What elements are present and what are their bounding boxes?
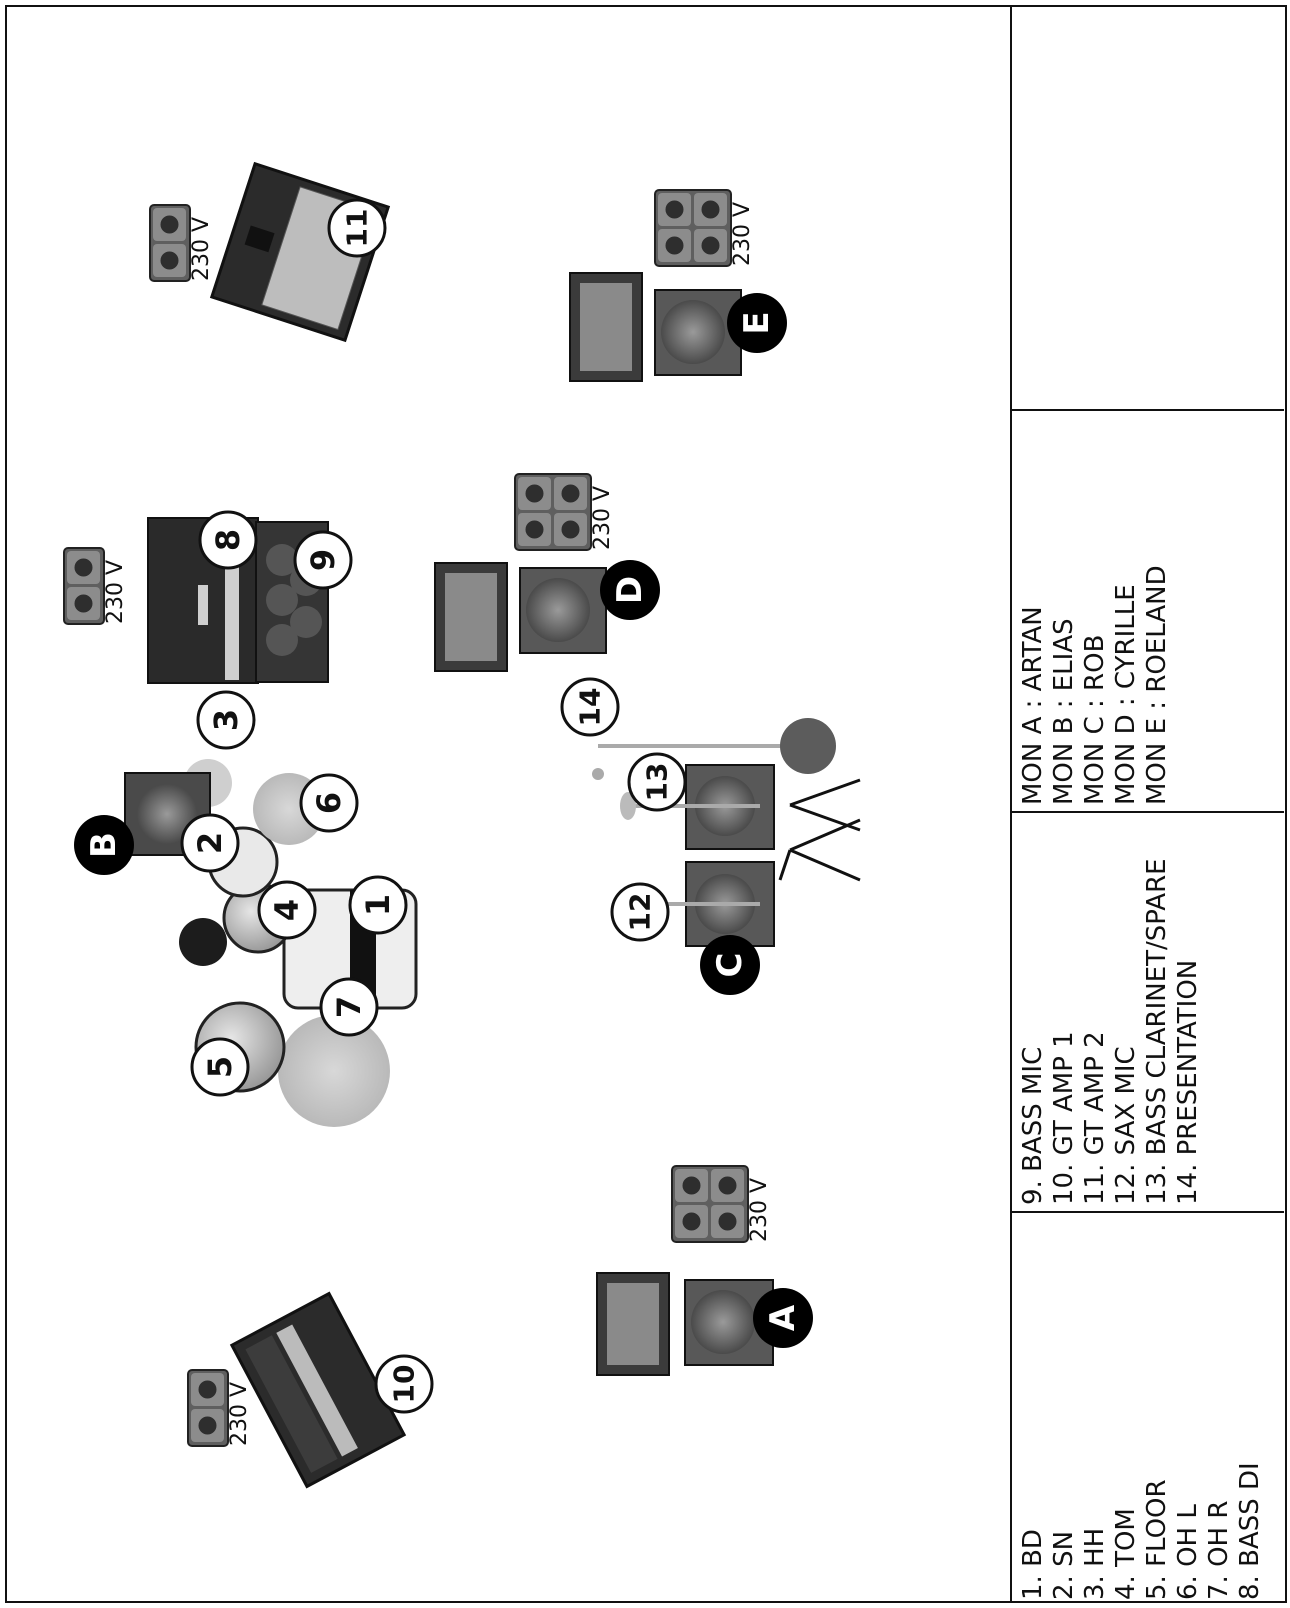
input-marker-5: 5 <box>190 1037 250 1097</box>
monitor-badge-b: B <box>74 815 134 875</box>
legend-item: 13. BASS CLARINET/SPARE <box>1142 858 1172 1205</box>
input-marker-13: 13 <box>627 752 687 812</box>
voltage-label: 230 V <box>103 560 128 624</box>
svg-text:9: 9 <box>304 549 342 571</box>
monitor-badge-d: D <box>600 560 660 620</box>
legend-col-2: 9. BASS MIC 10. GT AMP 1 11. GT AMP 2 12… <box>1018 858 1204 1205</box>
power-socket: 230 V <box>514 473 615 551</box>
svg-text:8: 8 <box>209 529 247 551</box>
legend-item: MON B : ELIAS <box>1049 618 1079 805</box>
legend-item: 9. BASS MIC <box>1018 1046 1048 1205</box>
input-marker-14: 14 <box>560 677 620 737</box>
power-socket: 230 V <box>149 204 214 282</box>
voltage-label: 230 V <box>227 1382 252 1446</box>
legend-item: MON A : ARTAN <box>1018 606 1048 805</box>
svg-text:11: 11 <box>341 209 374 248</box>
input-marker-9: 9 <box>293 530 353 590</box>
input-marker-4: 4 <box>257 880 317 940</box>
monitor-e-wedge <box>569 272 742 382</box>
presentation-mic-stand <box>592 718 836 780</box>
svg-text:12: 12 <box>624 893 657 932</box>
svg-text:14: 14 <box>574 688 607 727</box>
svg-text:3: 3 <box>207 709 245 731</box>
legend-item: 1. BD <box>1018 1529 1048 1600</box>
legend-item: MON E : ROELAND <box>1142 565 1172 805</box>
legend-item: MON D : CYRILLE <box>1111 584 1141 805</box>
svg-text:6: 6 <box>310 792 348 814</box>
input-marker-3: 3 <box>196 690 256 750</box>
input-marker-6: 6 <box>299 773 359 833</box>
svg-text:1: 1 <box>359 894 397 916</box>
voltage-label: 230 V <box>730 202 755 266</box>
cymbal-oh-r <box>278 1015 390 1127</box>
svg-text:7: 7 <box>330 996 368 1018</box>
drum-kit <box>124 759 418 1127</box>
svg-text:4: 4 <box>268 899 306 921</box>
bass-amp <box>147 517 329 684</box>
monitor-c-wedges <box>620 764 861 947</box>
page-border <box>5 5 1287 1603</box>
legend-item: 11. GT AMP 2 <box>1080 1031 1110 1205</box>
legend-item: 4. TOM <box>1111 1508 1141 1600</box>
power-socket: 230 V <box>671 1165 772 1243</box>
throne <box>179 918 227 966</box>
legend-item: 6. OH L <box>1173 1504 1203 1600</box>
monitor-d-wedge <box>434 562 607 672</box>
power-socket: 230 V <box>187 1369 252 1447</box>
input-marker-11: 11 <box>327 198 387 258</box>
legend-item: 3. HH <box>1080 1527 1110 1600</box>
legend-item: 5. FLOOR <box>1142 1479 1172 1600</box>
svg-text:B: B <box>84 832 124 858</box>
monitor-badge-c: C <box>700 935 760 995</box>
legend-col-3: MON A : ARTAN MON B : ELIAS MON C : ROB … <box>1018 565 1173 805</box>
legend-item: 2. SN <box>1049 1530 1079 1600</box>
input-marker-10: 10 <box>374 1354 434 1414</box>
power-socket: 230 V <box>63 547 128 625</box>
svg-text:2: 2 <box>191 832 229 854</box>
legend-item: 12. SAX MIC <box>1111 1046 1141 1205</box>
legend-item: 10. GT AMP 1 <box>1049 1031 1079 1205</box>
svg-text:A: A <box>763 1304 803 1331</box>
legend-item: 7. OH R <box>1204 1500 1234 1600</box>
voltage-label: 230 V <box>590 486 615 550</box>
voltage-label: 230 V <box>189 217 214 281</box>
input-marker-1: 1 <box>348 875 408 935</box>
legend-item: MON C : ROB <box>1080 634 1110 805</box>
legend-item: 8. BASS DI <box>1235 1462 1265 1600</box>
gt-amp-1 <box>229 1291 407 1489</box>
svg-text:10: 10 <box>388 1365 421 1404</box>
legend-col-1: 1. BD 2. SN 3. HH 4. TOM 5. FLOOR 6. OH … <box>1018 1462 1266 1600</box>
input-marker-2: 2 <box>180 813 240 873</box>
power-socket: 230 V <box>654 189 755 267</box>
svg-text:C: C <box>710 953 750 978</box>
input-marker-8: 8 <box>198 510 258 570</box>
svg-text:13: 13 <box>641 763 674 802</box>
svg-text:5: 5 <box>201 1056 239 1078</box>
input-marker-7: 7 <box>319 977 379 1037</box>
legend-item: 14. PRESENTATION <box>1173 959 1203 1205</box>
monitor-a-wedge <box>596 1272 774 1376</box>
monitor-badge-e: E <box>727 293 787 353</box>
svg-text:E: E <box>737 311 777 334</box>
monitor-badge-a: A <box>753 1288 813 1348</box>
input-marker-12: 12 <box>610 882 670 942</box>
voltage-label: 230 V <box>747 1178 772 1242</box>
svg-text:D: D <box>610 576 650 604</box>
